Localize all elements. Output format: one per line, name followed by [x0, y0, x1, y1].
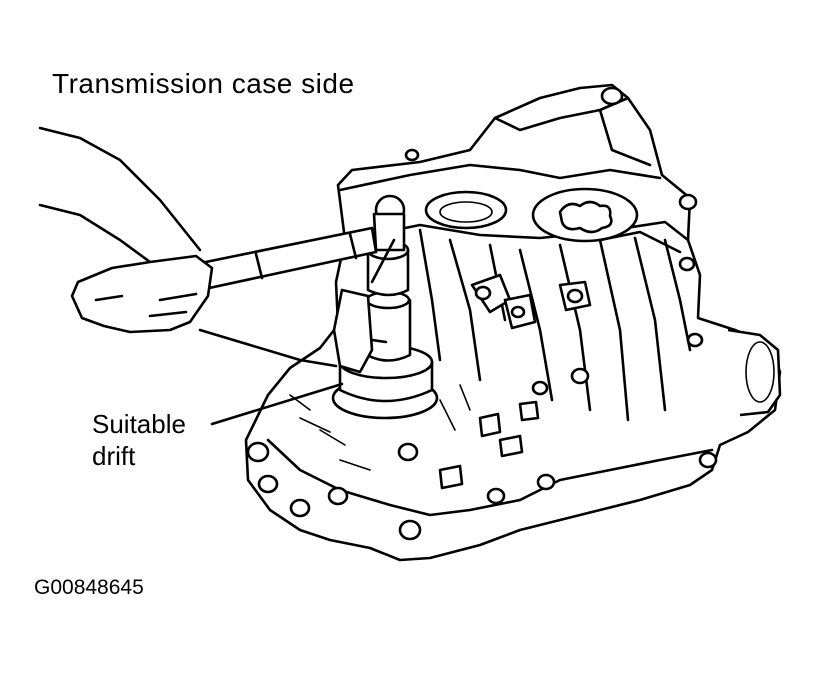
drift-callout-label: Suitable drift [92, 408, 186, 472]
transmission-case [244, 83, 782, 562]
drift-callout-line1: Suitable [92, 409, 186, 439]
hammer-and-hand [38, 126, 388, 374]
case-side-label: Transmission case side [52, 68, 355, 99]
drift-callout-line2: drift [92, 441, 136, 471]
figure-id: G00848645 [34, 576, 144, 599]
drift-tool [331, 194, 439, 420]
callout-leader-line [210, 382, 344, 426]
